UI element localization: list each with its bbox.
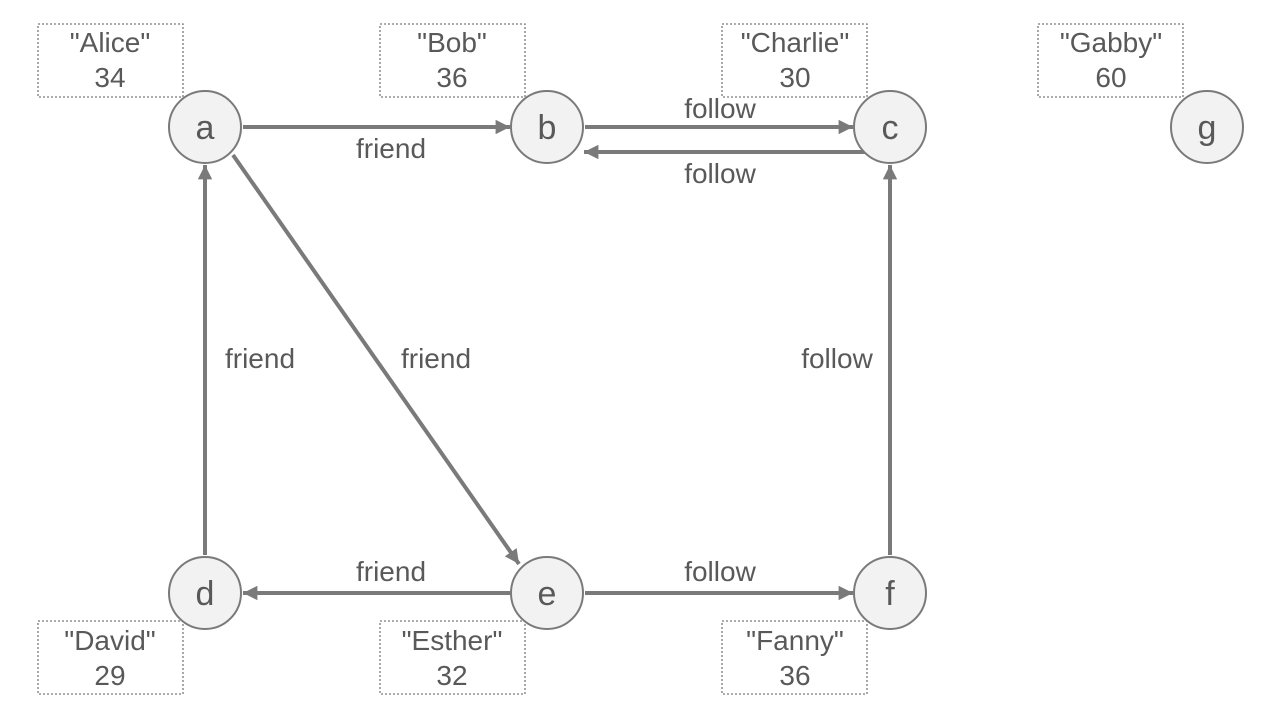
node-circle: [1170, 90, 1244, 164]
attr-age: 29: [94, 660, 125, 691]
attr-box-frame: [721, 620, 868, 695]
attr-box-e: "Esther" 32: [379, 620, 526, 695]
node-circle: [168, 556, 242, 630]
attr-age: 36: [436, 62, 467, 93]
attr-age: 36: [779, 660, 810, 691]
attr-box-frame: [721, 23, 868, 98]
attr-name: "Fanny": [746, 625, 844, 656]
node-label: g: [1198, 109, 1217, 147]
node-e: e: [510, 556, 584, 630]
edge-label: friend: [401, 343, 471, 374]
attr-box-frame: [1037, 23, 1184, 98]
edge-label: follow: [684, 93, 756, 124]
attr-box-frame: [379, 620, 526, 695]
node-label: b: [538, 109, 557, 147]
node-g: g: [1170, 90, 1244, 164]
attr-box-b: "Bob" 36: [379, 23, 526, 98]
attr-box-frame: [37, 620, 184, 695]
edge-a-e: friend: [231, 153, 521, 566]
edge-b-c: follow: [585, 93, 853, 135]
node-b: b: [510, 90, 584, 164]
attr-name: "Bob": [417, 27, 487, 58]
edge-label: follow: [684, 158, 756, 189]
node-circle: [853, 556, 927, 630]
attr-name: "David": [64, 625, 155, 656]
node-a: a: [168, 90, 242, 164]
edge-label: follow: [801, 343, 873, 374]
attr-box-frame: [379, 23, 526, 98]
node-circle: [168, 90, 242, 164]
attr-box-g: "Gabby" 60: [1037, 23, 1184, 98]
node-label: d: [196, 575, 215, 613]
attr-name: "Gabby": [1060, 27, 1162, 58]
attr-age: 34: [94, 62, 125, 93]
attr-box-a: "Alice" 34: [37, 23, 184, 98]
edge-label: friend: [225, 343, 295, 374]
node-c: c: [853, 90, 927, 164]
attr-name: "Alice": [70, 27, 151, 58]
attr-age: 30: [779, 62, 810, 93]
node-circle: [853, 90, 927, 164]
attr-box-f: "Fanny" 36: [721, 620, 868, 695]
node-f: f: [853, 556, 927, 630]
node-d: d: [168, 556, 242, 630]
attr-box-c: "Charlie" 30: [721, 23, 868, 98]
edge-label: friend: [356, 133, 426, 164]
edge-c-b: follow: [584, 144, 865, 189]
node-circle: [510, 90, 584, 164]
attr-name: "Charlie": [741, 27, 850, 58]
edge-d-a: friend: [197, 165, 295, 555]
attr-box-d: "David" 29: [37, 620, 184, 695]
node-label: f: [885, 575, 895, 613]
attr-age: 32: [436, 660, 467, 691]
node-label: c: [882, 109, 899, 147]
edge-label: follow: [684, 556, 756, 587]
edge-a-b: friend: [243, 119, 510, 164]
edge-f-c: follow: [801, 165, 898, 555]
edge-line: [231, 153, 521, 566]
node-circle: [510, 556, 584, 630]
edge-e-f: follow: [585, 556, 853, 601]
edge-e-d: friend: [243, 556, 510, 601]
node-label: a: [196, 109, 215, 147]
attr-age: 60: [1095, 62, 1126, 93]
attr-name: "Esther": [402, 625, 503, 656]
attr-box-frame: [37, 23, 184, 98]
edge-label: friend: [356, 556, 426, 587]
node-label: e: [538, 575, 557, 613]
